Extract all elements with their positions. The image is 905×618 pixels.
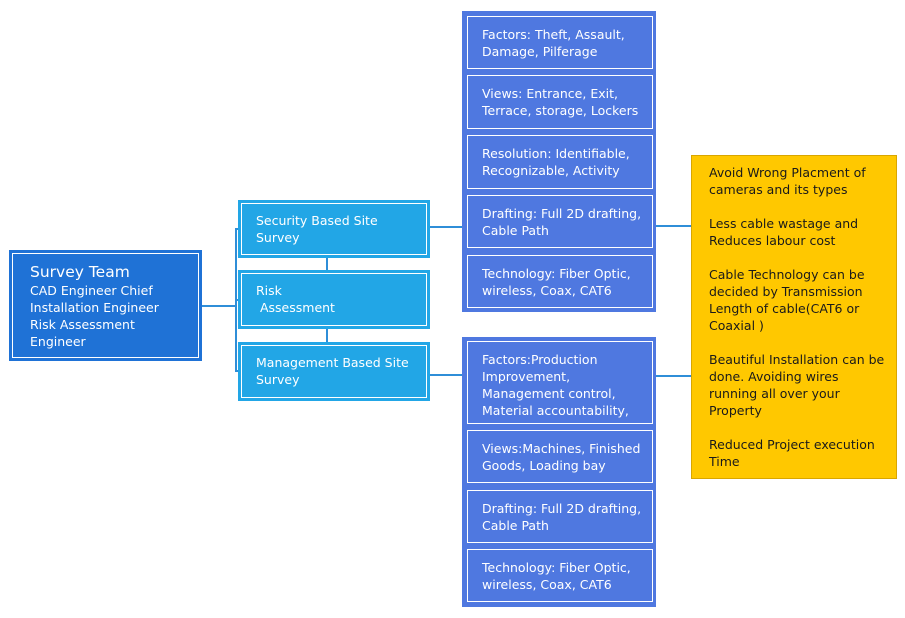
benefit-line: Coaxial ) (709, 318, 764, 333)
management-factors-item: Factors:Production Improvement, Manageme… (467, 341, 653, 424)
item-line: Cable Path (482, 518, 549, 533)
category-line: Risk (256, 283, 282, 298)
management-drafting-item: Drafting: Full 2D drafting, Cable Path (467, 490, 653, 543)
benefit-line: running all over your (709, 386, 840, 401)
survey-team-member: Engineer (30, 334, 86, 349)
connector-trunk-to-security (235, 228, 240, 230)
item-line: Goods, Loading bay (482, 458, 606, 473)
benefit-line: decided by Transmission (709, 284, 863, 299)
item-line: Views: Entrance, Exit, (482, 86, 618, 101)
category-line: Assessment (256, 300, 335, 315)
security-survey-box: Security Based Site Survey (238, 200, 430, 258)
survey-team-member: CAD Engineer Chief (30, 283, 153, 298)
benefit-line: Less cable wastage and (709, 216, 859, 231)
item-line: Terrace, storage, Lockers (482, 103, 639, 118)
connector-team-to-trunk (201, 305, 237, 307)
benefit-line: done. Avoiding wires (709, 369, 839, 384)
item-line: wireless, Coax, CAT6 (482, 283, 612, 298)
category-line: Management Based Site (256, 355, 409, 370)
risk-assessment-box: Risk Assessment (238, 270, 430, 329)
management-details-column: Factors:Production Improvement, Manageme… (462, 337, 656, 607)
item-line: Factors: Theft, Assault, (482, 27, 625, 42)
benefits-box: Avoid Wrong Placment of cameras and its … (691, 155, 897, 479)
item-line: Material accountability, (482, 403, 629, 418)
category-line: Survey (256, 372, 300, 387)
item-line: Recognizable, Activity (482, 163, 620, 178)
security-drafting-item: Drafting: Full 2D drafting, Cable Path (467, 195, 653, 248)
connector-management-to-column (430, 374, 463, 376)
benefit-line: Reduced Project execution (709, 437, 875, 452)
item-line: Factors:Production (482, 352, 598, 367)
item-line: wireless, Coax, CAT6 (482, 577, 612, 592)
benefit-paragraph: Beautiful Installation can be done. Avoi… (709, 351, 890, 419)
benefit-line: Beautiful Installation can be (709, 352, 885, 367)
security-technology-item: Technology: Fiber Optic, wireless, Coax,… (467, 255, 653, 308)
item-line: Improvement, (482, 369, 571, 384)
category-line: Survey (256, 230, 300, 245)
management-views-item: Views:Machines, Finished Goods, Loading … (467, 430, 653, 483)
benefit-line: Cable Technology can be (709, 267, 865, 282)
benefit-line: Property (709, 403, 762, 418)
item-line: Management control, (482, 386, 616, 401)
survey-team-box: Survey Team CAD Engineer Chief Installat… (9, 250, 202, 361)
item-line: Technology: Fiber Optic, (482, 560, 631, 575)
item-line: Resolution: Identifiable, (482, 146, 630, 161)
security-resolution-item: Resolution: Identifiable, Recognizable, … (467, 135, 653, 189)
benefit-line: cameras and its types (709, 182, 848, 197)
survey-team-title: Survey Team (30, 263, 130, 281)
management-technology-item: Technology: Fiber Optic, wireless, Coax,… (467, 549, 653, 602)
benefit-paragraph: Reduced Project execution Time (709, 436, 890, 470)
connector-security-column-to-benefits (655, 225, 692, 227)
connector-trunk-to-management (235, 370, 240, 372)
benefit-paragraph: Cable Technology can be decided by Trans… (709, 266, 890, 334)
item-line: Damage, Pilferage (482, 44, 598, 59)
benefit-line: Length of cable(CAT6 or (709, 301, 860, 316)
item-line: Drafting: Full 2D drafting, (482, 206, 642, 221)
survey-team-member: Risk Assessment (30, 317, 135, 332)
connector-trunk-to-risk (235, 299, 240, 301)
benefit-paragraph: Less cable wastage and Reduces labour co… (709, 215, 890, 249)
item-line: Technology: Fiber Optic, (482, 266, 631, 281)
survey-team-member: Installation Engineer (30, 300, 159, 315)
category-line: Security Based Site (256, 213, 378, 228)
benefit-paragraph: Avoid Wrong Placment of cameras and its … (709, 164, 890, 198)
item-line: Drafting: Full 2D drafting, (482, 501, 642, 516)
connector-security-to-column (430, 226, 463, 228)
security-details-column: Factors: Theft, Assault, Damage, Pilfera… (462, 11, 656, 312)
security-views-item: Views: Entrance, Exit, Terrace, storage,… (467, 75, 653, 129)
benefit-line: Reduces labour cost (709, 233, 836, 248)
security-factors-item: Factors: Theft, Assault, Damage, Pilfera… (467, 16, 653, 69)
benefit-line: Time (709, 454, 740, 469)
connector-management-column-to-benefits (655, 375, 692, 377)
benefit-line: Avoid Wrong Placment of (709, 165, 866, 180)
item-line: Cable Path (482, 223, 549, 238)
item-line: Views:Machines, Finished (482, 441, 641, 456)
management-survey-box: Management Based Site Survey (238, 342, 430, 401)
